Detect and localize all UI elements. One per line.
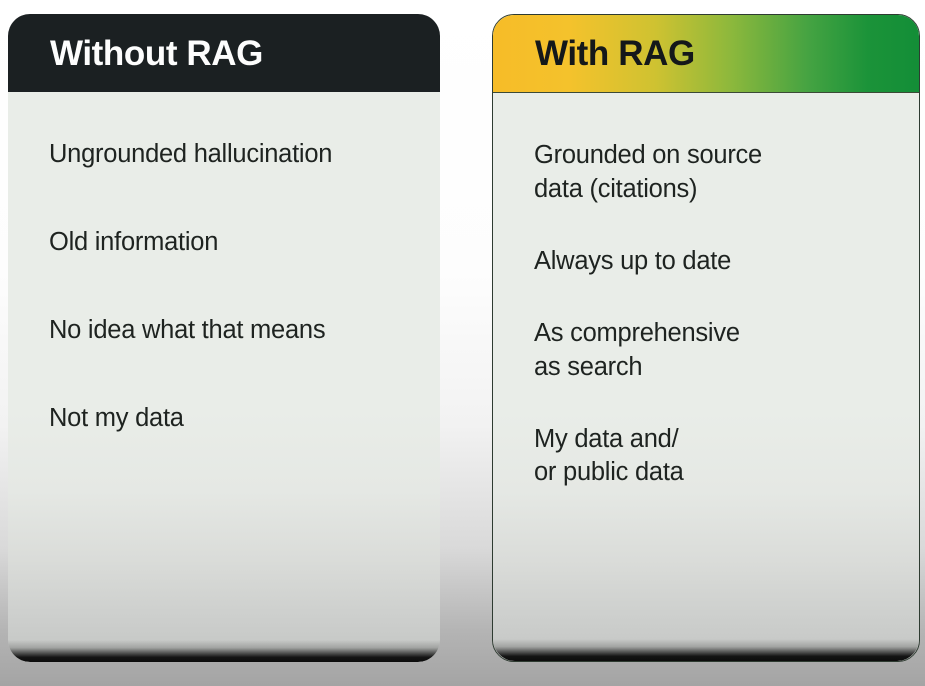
card-with-rag: With RAG Grounded on source data (citati…	[492, 14, 920, 662]
list-item: Not my data	[49, 403, 184, 432]
list-item: Old information	[49, 227, 219, 256]
card-without-rag: Without RAG Ungrounded hallucination Old…	[8, 14, 440, 662]
card-title-without-rag: Without RAG	[50, 33, 263, 73]
list-item: No idea what that means	[49, 315, 326, 344]
list-item: Ungrounded hallucination	[49, 140, 333, 168]
list-item: As comprehensive as search	[534, 318, 740, 381]
card-body-without-rag: Ungrounded hallucination Old information…	[8, 92, 440, 662]
list-item: My data and/ or public data	[534, 424, 684, 487]
card-header-without-rag: Without RAG	[8, 14, 440, 92]
card-body-with-rag: Grounded on source data (citations) Alwa…	[493, 93, 919, 661]
list-item: Grounded on source data (citations)	[534, 141, 762, 203]
card-header-with-rag: With RAG	[493, 15, 919, 93]
list-item: Always up to date	[534, 246, 732, 275]
card-title-with-rag: With RAG	[535, 34, 695, 73]
